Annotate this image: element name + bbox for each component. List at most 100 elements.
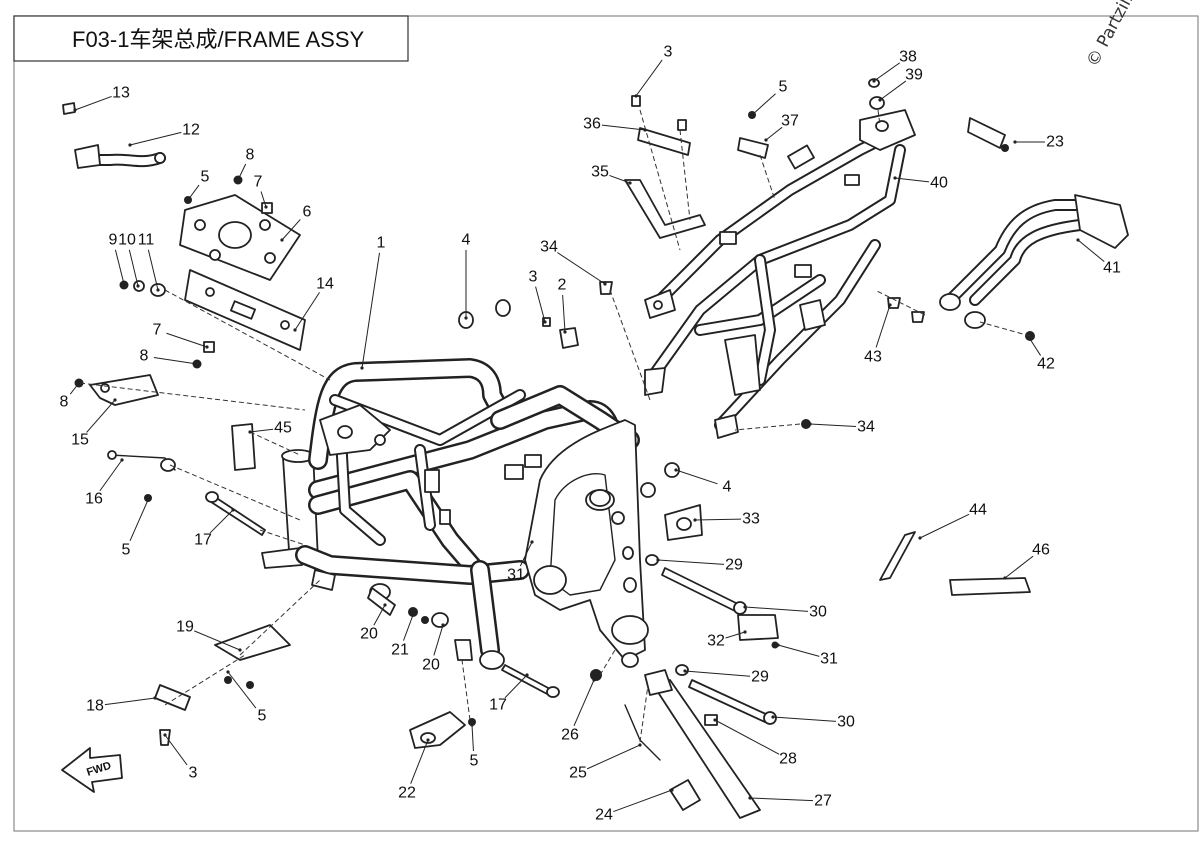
callout-leader-tip [360,366,364,370]
callout-34: 34 [808,419,875,436]
callout-18: 18 [86,696,157,715]
callout-number: 36 [583,116,601,133]
callout-9: 9 [109,232,126,286]
callout-leader-tip [808,422,812,426]
callout-leader-line [519,541,533,567]
callout-leader-tip [530,540,534,544]
callout-38: 38 [872,49,917,83]
callout-leader-tip [893,176,897,180]
callout-32: 32 [707,630,747,650]
callout-leader-tip [136,284,140,288]
callout-leader-line [187,184,200,201]
callout-leader-line [873,62,901,82]
callout-number: 8 [60,394,69,411]
callout-number: 21 [391,642,409,659]
callout-leader-tip [670,788,674,792]
callout-20: 20 [360,603,387,643]
callout-leader-tip [441,623,445,627]
callout-leader-line [601,124,646,131]
callout-17: 17 [194,508,235,549]
callout-number: 29 [751,669,769,686]
callout-number: 16 [85,491,103,508]
callout-number: 30 [837,714,855,731]
callout-number: 5 [258,708,267,725]
callout-leader-line [609,174,631,184]
callout-leader-tip [122,282,126,286]
callout-leader-tip [146,498,150,502]
callout-leader-tip [77,381,81,385]
callout-43: 43 [864,303,892,366]
callout-3: 3 [529,269,547,324]
callout-37: 37 [764,113,799,142]
callout-number: 7 [254,174,263,191]
callout-leader-line [237,163,247,181]
callout-leader-tip [743,630,747,634]
callout-leader-line [249,428,274,433]
callout-8: 8 [236,147,255,182]
callout-24: 24 [595,788,674,824]
callout-33: 33 [693,511,760,528]
callout-leader-tip [205,345,209,349]
callout-number: 28 [779,751,797,768]
page-title: F03-1车架总成/FRAME ASSY [72,27,365,52]
callout-leader-tip [643,128,647,132]
callout-number: 42 [1037,356,1055,373]
callout-7: 7 [254,174,268,209]
callout-number: 10 [118,232,136,249]
callout-leader-tip [231,508,235,512]
callout-number: 39 [905,67,923,84]
callout-5: 5 [470,723,479,770]
callout-27: 27 [748,793,832,810]
callout-leader-line [99,459,123,492]
callout-leader-line [194,630,241,651]
callout-26: 26 [561,678,596,744]
callout-number: 20 [422,657,440,674]
callout-number: 14 [316,276,334,293]
callout-leader-line [875,304,891,348]
callout-number: 8 [246,147,255,164]
rear-subframe [644,109,916,439]
callout-number: 15 [71,432,89,449]
callout-leader-line [128,249,139,287]
callout-45: 45 [248,420,292,437]
callout-leader-line [586,744,641,770]
callout-leader-line [613,789,673,813]
callout-number: 3 [529,269,538,286]
callout-31: 31 [776,643,838,668]
callout-number: 1 [377,235,386,252]
callout-leader-line [104,697,156,706]
callout-number: 34 [540,239,558,256]
callout-number: 18 [86,698,104,715]
callout-number: 29 [725,557,743,574]
callout-leader-tip [713,718,717,722]
callout-7: 7 [153,322,209,349]
callout-leader-tip [163,733,167,737]
callout-leader-tip [293,328,297,332]
callout-number: 2 [558,277,567,294]
callout-leader-line [772,716,837,722]
callout-leader-tip [186,198,190,202]
callout-31: 31 [507,540,534,584]
callout-leader-line [86,399,116,433]
callout-leader-tip [195,362,199,366]
callout-number: 20 [360,626,378,643]
callout-8: 8 [60,381,81,411]
callout-leader-line [684,670,751,677]
callout-17: 17 [489,673,529,714]
callout-25: 25 [569,743,642,782]
callout-leader-line [227,671,257,709]
callout-leader-tip [634,94,638,98]
callout-leader-tip [264,205,268,209]
callout-number: 19 [176,619,194,636]
callout-leader-line [919,513,970,539]
callout-number: 31 [820,651,838,668]
callout-8: 8 [140,348,199,366]
callout-leader-tip [878,98,882,102]
title-block: F03-1车架总成/FRAME ASSY [13,15,409,62]
callout-number: 24 [595,807,613,824]
callout-2: 2 [558,277,567,334]
callout-leader-tip [656,558,660,562]
callout-4: 4 [674,468,732,496]
callout-44: 44 [918,502,987,540]
callout-13: 13 [73,85,130,112]
